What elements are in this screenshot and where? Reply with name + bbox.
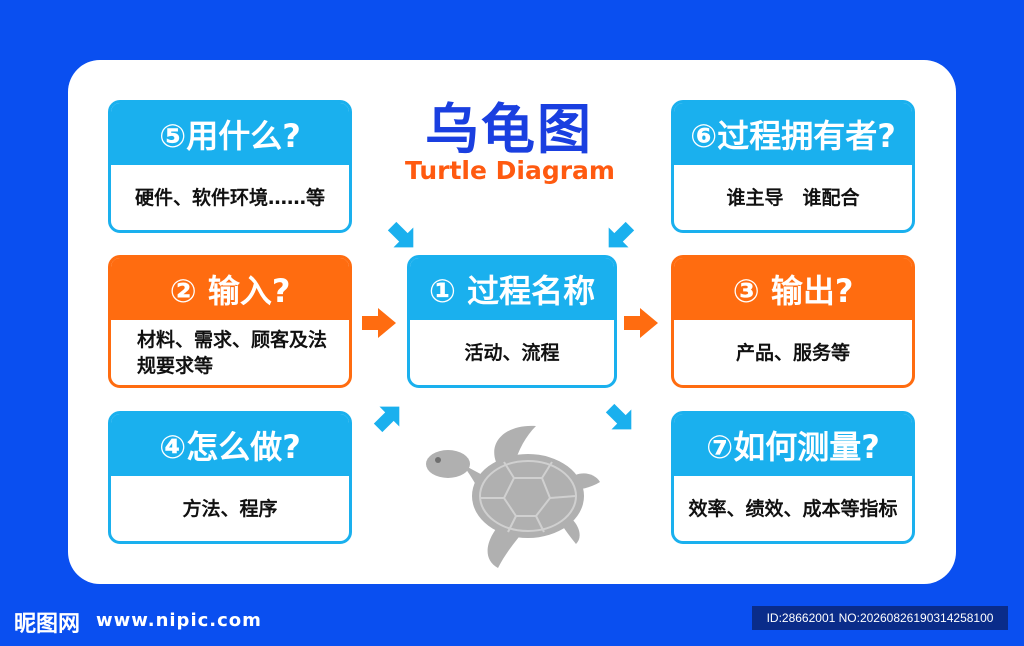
box-output-body: 产品、服务等 [735,341,850,364]
diagram-subtitle: Turtle Diagram [405,156,615,185]
box-owner: ⑥过程拥有者? 谁主导 谁配合 [671,100,915,233]
box-measure: ⑦如何测量? 效率、绩效、成本等指标 [671,411,915,544]
box-owner-heading: ⑥过程拥有者? [674,103,912,165]
box-how: ④怎么做? 方法、程序 [108,411,352,544]
box-input-body: 材料、需求、顾客及法规要求等 [137,328,328,377]
turtle-icon [426,425,600,568]
footer-logo: 昵图网 [14,611,81,637]
box-how-body: 方法、程序 [182,497,278,520]
box-process-body: 活动、流程 [464,341,560,364]
box-measure-heading: ⑦如何测量? [674,414,912,476]
box-input: ② 输入? 材料、需求、顾客及法规要求等 [108,255,352,388]
footer-url[interactable]: www.nipic.com [96,610,262,631]
box-measure-body: 效率、绩效、成本等指标 [688,497,898,520]
box-what-use-body: 硬件、软件环境……等 [134,186,325,209]
diagram-title: 乌龟图 [425,98,593,161]
footer-id-badge: ID:28662001 NO:20260826190314258100 [752,606,1008,630]
box-output-heading: ③ 输出? [674,258,912,320]
box-output: ③ 输出? 产品、服务等 [671,255,915,388]
arrow-input-to-process [362,308,396,338]
box-input-heading: ② 输入? [111,258,349,320]
arrow-what-use-to-process [387,221,414,248]
box-what-use: ⑤用什么? 硬件、软件环境……等 [108,100,352,233]
box-how-heading: ④怎么做? [111,414,349,476]
arrow-process-to-output [624,308,658,338]
box-what-use-heading: ⑤用什么? [111,103,349,165]
box-process-heading: ① 过程名称 [410,258,614,320]
arrow-process-to-measure [605,403,632,430]
arrow-owner-to-process [608,221,635,248]
box-owner-body: 谁主导 谁配合 [726,186,860,209]
arrow-how-to-process [373,406,400,433]
box-process: ① 过程名称 活动、流程 [407,255,617,388]
